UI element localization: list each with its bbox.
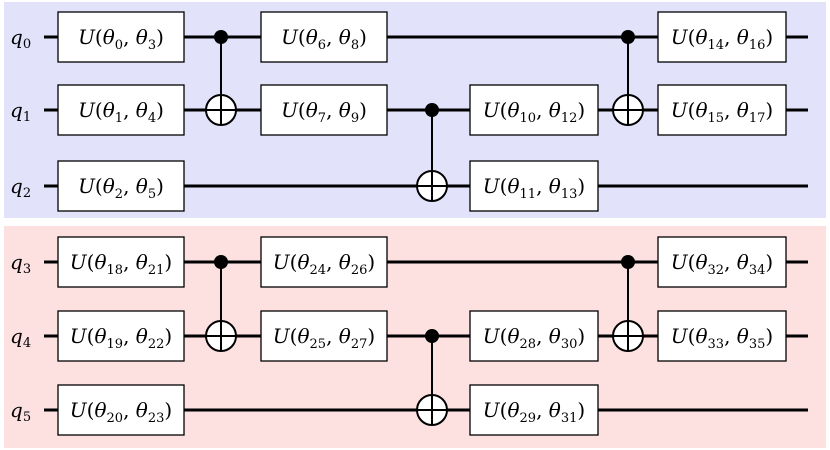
gate-box <box>469 384 599 436</box>
gate-box <box>657 310 787 362</box>
gate-box <box>657 11 787 63</box>
gate-label: U(θ24, θ26) <box>273 250 375 278</box>
u-gate: U(θ25, θ27) <box>260 310 388 362</box>
u-gate: U(θ32, θ34) <box>657 236 787 288</box>
u-gate: U(θ11, θ13) <box>469 160 599 212</box>
gate-label: U(θ1, θ4) <box>78 98 164 126</box>
control-dot <box>621 255 635 269</box>
qubit-label: q5 <box>10 398 31 425</box>
u-gate: U(θ7, θ9) <box>260 84 388 136</box>
qubit-label: q4 <box>10 324 31 351</box>
u-gate: U(θ18, θ21) <box>57 236 185 288</box>
u-gate: U(θ15, θ17) <box>657 84 787 136</box>
control-dot <box>214 255 228 269</box>
gate-label: U(θ25, θ27) <box>273 324 375 352</box>
control-dot <box>621 30 635 44</box>
cnot-gate <box>416 329 448 426</box>
u-gate: U(θ1, θ4) <box>57 84 185 136</box>
gate-label: U(θ14, θ16) <box>671 25 773 53</box>
qubit-label: q2 <box>10 174 31 201</box>
cnot-gate <box>416 103 448 202</box>
gate-box <box>469 160 599 212</box>
register-group-1: q0 q1 q2 U(θ0, θ3) U(θ1, θ4) U(θ2, θ5) U(θ6, θ… <box>4 2 826 218</box>
gate-box <box>57 160 185 212</box>
gate-label: U(θ7, θ9) <box>281 98 367 126</box>
gate-box <box>260 310 388 362</box>
u-gate: U(θ28, θ30) <box>469 310 599 362</box>
gate-label: U(θ2, θ5) <box>78 174 164 202</box>
gate-label: U(θ19, θ22) <box>70 324 172 352</box>
qubit-label: q0 <box>10 25 31 52</box>
gate-label: U(θ10, θ12) <box>483 98 585 126</box>
gate-label: U(θ6, θ8) <box>281 25 367 53</box>
gate-box <box>260 11 388 63</box>
gate-label: U(θ0, θ3) <box>78 25 164 53</box>
gate-label: U(θ15, θ17) <box>671 98 773 126</box>
u-gate: U(θ2, θ5) <box>57 160 185 212</box>
gate-box <box>260 236 388 288</box>
cnot-gate <box>612 30 644 126</box>
gate-box <box>57 236 185 288</box>
u-gate: U(θ24, θ26) <box>260 236 388 288</box>
cnot-gate <box>612 255 644 352</box>
u-gate: U(θ14, θ16) <box>657 11 787 63</box>
u-gate: U(θ20, θ23) <box>57 384 185 436</box>
gate-label: U(θ29, θ31) <box>483 398 585 426</box>
u-gate: U(θ19, θ22) <box>57 310 185 362</box>
gate-box <box>657 84 787 136</box>
cnot-gate <box>205 255 237 352</box>
u-gate: U(θ29, θ31) <box>469 384 599 436</box>
gate-box <box>57 310 185 362</box>
u-gate: U(θ33, θ35) <box>657 310 787 362</box>
gate-box <box>57 11 185 63</box>
gate-box <box>57 84 185 136</box>
gate-box <box>469 84 599 136</box>
gate-label: U(θ11, θ13) <box>483 174 585 202</box>
control-dot <box>425 103 439 117</box>
u-gate: U(θ6, θ8) <box>260 11 388 63</box>
cnot-gate <box>205 30 237 126</box>
gate-label: U(θ28, θ30) <box>483 324 585 352</box>
gate-box <box>657 236 787 288</box>
gate-box <box>260 84 388 136</box>
qubit-label: q1 <box>10 98 31 125</box>
gate-label: U(θ33, θ35) <box>671 324 773 352</box>
u-gate: U(θ10, θ12) <box>469 84 599 136</box>
gate-box <box>57 384 185 436</box>
u-gate: U(θ0, θ3) <box>57 11 185 63</box>
gate-label: U(θ20, θ23) <box>70 398 172 426</box>
gate-label: U(θ18, θ21) <box>70 250 172 278</box>
gate-box <box>469 310 599 362</box>
control-dot <box>214 30 228 44</box>
gate-label: U(θ32, θ34) <box>671 250 773 278</box>
qubit-label: q3 <box>10 250 31 277</box>
control-dot <box>425 329 439 343</box>
register-group-2: q3 q4 q5 U(θ18, θ21) U(θ19, θ22) U(θ20, θ23) U… <box>4 226 826 448</box>
